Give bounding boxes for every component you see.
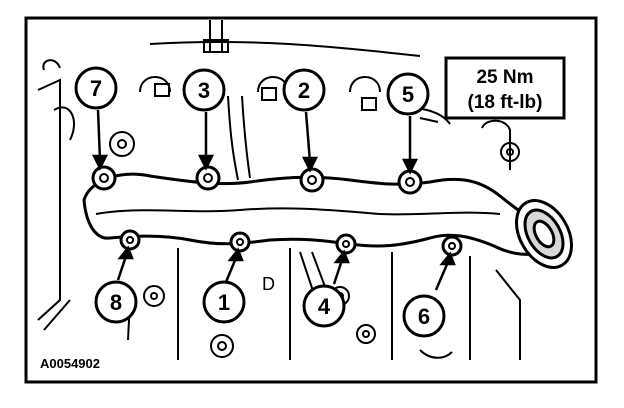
callout-circle-3 <box>182 68 226 112</box>
callout-label-2: 2 <box>298 78 310 103</box>
part-letter: D <box>262 274 275 294</box>
callout-label-1: 1 <box>218 290 230 315</box>
callout-circle-1 <box>202 280 246 324</box>
callout-circle-5 <box>386 72 430 116</box>
callout-leaders <box>91 109 456 291</box>
bolt-heads <box>91 165 463 257</box>
callout-labels: 7 3 2 5 8 1 4 6 <box>90 76 430 329</box>
bolt-head-3 <box>195 165 221 191</box>
bolt-head-8 <box>119 229 141 251</box>
callout-label-5: 5 <box>402 82 414 107</box>
bolt-head-4 <box>335 233 357 255</box>
callout-label-4: 4 <box>318 294 331 319</box>
callout-circle-8 <box>94 280 138 324</box>
bolt-head-2 <box>299 167 325 193</box>
callout-circle-4 <box>302 284 346 328</box>
bolt-head-1 <box>229 231 251 253</box>
engine-background-art <box>37 20 521 360</box>
torque-spec-nm: 25 Nm <box>476 67 533 88</box>
callout-circle-6 <box>402 294 446 338</box>
callout-label-6: 6 <box>418 304 430 329</box>
bolt-head-7 <box>91 165 117 191</box>
callout-label-3: 3 <box>198 78 210 103</box>
callout-circles <box>74 66 446 338</box>
callout-label-8: 8 <box>110 290 122 315</box>
figure-code: A0054902 <box>40 356 100 371</box>
torque-spec-ftlb: (18 ft-lb) <box>468 92 543 113</box>
torque-spec-box: 25 Nm (18 ft-lb) <box>444 56 566 120</box>
callout-label-7: 7 <box>90 76 102 101</box>
bolt-head-6 <box>441 235 463 257</box>
bolt-centers <box>99 173 456 250</box>
callout-circle-2 <box>282 68 326 112</box>
callout-circle-7 <box>74 66 118 110</box>
manifold-outlet-flange <box>515 199 573 269</box>
